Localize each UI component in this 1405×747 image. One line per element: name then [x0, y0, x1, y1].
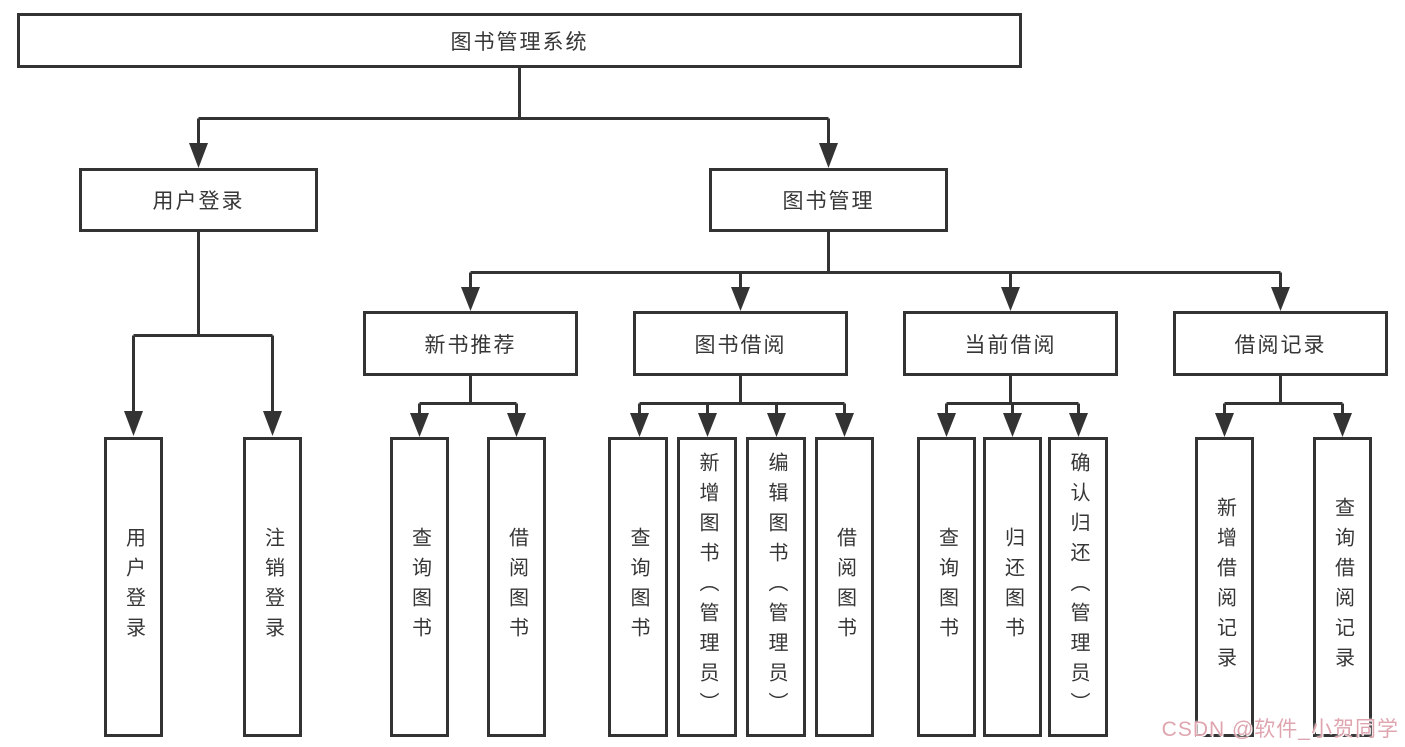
node-edit-book-admin-label: 编辑图书（管理员）: [765, 452, 787, 722]
node-user-login-leaf: 用户登录: [104, 437, 163, 737]
node-confirm-return-admin-label: 确认归还（管理员）: [1067, 452, 1089, 722]
node-query-books-2-label: 查询图书: [627, 527, 649, 647]
node-root-label: 图书管理系统: [450, 30, 589, 54]
node-add-borrow-record-label: 新增借阅记录: [1213, 497, 1236, 677]
node-borrow-books-1-label: 借阅图书: [505, 527, 528, 647]
node-current-borrow-label: 当前借阅: [964, 333, 1057, 357]
node-add-book-admin: 新增图书（管理员）: [677, 437, 737, 737]
node-query-books-3: 查询图书: [917, 437, 976, 737]
node-new-book-recommend: 新书推荐: [363, 311, 578, 376]
node-query-books-1: 查询图书: [390, 437, 449, 737]
node-query-borrow-record-label: 查询借阅记录: [1331, 497, 1354, 677]
csdn-watermark: CSDN @软件_小贺同学: [1161, 718, 1399, 741]
node-book-borrow: 图书借阅: [633, 311, 848, 376]
node-add-book-admin-label: 新增图书（管理员）: [696, 452, 718, 722]
node-book-borrow-label: 图书借阅: [694, 333, 787, 357]
node-logout-leaf-label: 注销登录: [261, 527, 284, 647]
node-user-login-leaf-label: 用户登录: [122, 527, 145, 647]
node-book-management-label: 图书管理: [782, 190, 875, 213]
node-book-management: 图书管理: [709, 168, 948, 232]
node-user-login: 用户登录: [79, 168, 318, 232]
node-borrow-record: 借阅记录: [1173, 311, 1388, 376]
node-user-login-label: 用户登录: [152, 190, 245, 213]
node-query-books-3-label: 查询图书: [935, 527, 958, 647]
node-current-borrow: 当前借阅: [903, 311, 1118, 376]
node-new-book-recommend-label: 新书推荐: [424, 333, 517, 357]
node-add-borrow-record: 新增借阅记录: [1195, 437, 1254, 737]
node-query-books-2: 查询图书: [608, 437, 668, 737]
node-root-system: 图书管理系统: [17, 13, 1022, 68]
node-borrow-books-2-label: 借阅图书: [833, 527, 856, 647]
node-return-book: 归还图书: [983, 437, 1042, 737]
node-borrow-books-1: 借阅图书: [487, 437, 546, 737]
node-query-borrow-record: 查询借阅记录: [1313, 437, 1372, 737]
node-query-books-1-label: 查询图书: [408, 527, 431, 647]
node-logout-leaf: 注销登录: [243, 437, 302, 737]
node-return-book-label: 归还图书: [1001, 527, 1024, 647]
node-borrow-books-2: 借阅图书: [815, 437, 874, 737]
node-confirm-return-admin: 确认归还（管理员）: [1048, 437, 1108, 737]
node-borrow-record-label: 借阅记录: [1234, 333, 1327, 357]
node-edit-book-admin: 编辑图书（管理员）: [746, 437, 806, 737]
